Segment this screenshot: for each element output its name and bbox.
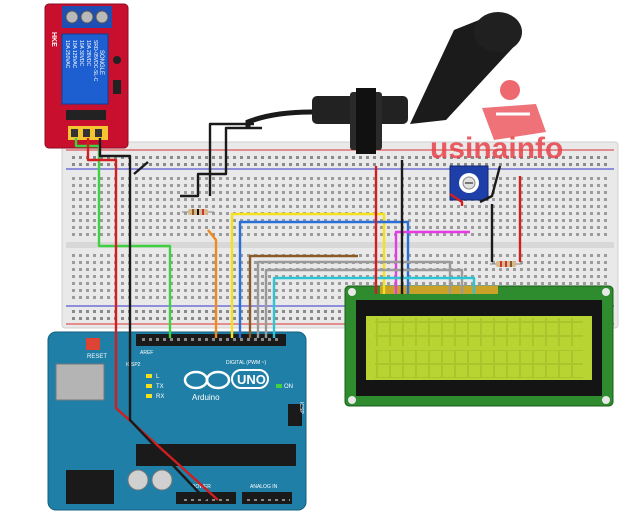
analog-label: ANALOG IN [250, 484, 278, 490]
wire-cyan-lcd [272, 276, 476, 338]
watermark-logo-icon [482, 80, 546, 140]
lcd-16x2-display [344, 285, 614, 407]
arduino-infinity-logo-icon [183, 370, 231, 390]
watermark-text: usinainfo [430, 132, 563, 165]
potentiometer [449, 165, 489, 201]
arduino-uno-board: RESET AREF DIGITAL (PWM ~) ICSP2 L TX RX… [47, 331, 307, 511]
power-jack [66, 470, 114, 504]
resistor-float [182, 209, 214, 215]
uno-logo-text: UNO [237, 372, 266, 387]
wire-black-pot [479, 165, 502, 204]
wire-blue-lcd [238, 220, 410, 338]
wire-green-relay-signal [74, 138, 172, 338]
relay-spec-4: 10A 28VDC [85, 40, 91, 67]
wires [74, 122, 522, 501]
relay-spec-3: 10A 30VDC [78, 40, 84, 67]
reset-label: RESET [87, 354, 107, 360]
aref-label: AREF [140, 350, 153, 356]
power-label: POWER [192, 484, 211, 490]
wire-yellow-lcd [230, 212, 386, 338]
wire-black-float-2 [180, 126, 262, 198]
icsp-header [288, 404, 302, 426]
relay-spec-1: 10A 250VAC [64, 40, 70, 69]
icsp2-label: ICSP2 [126, 362, 141, 368]
wire-black-relay-gnd [98, 138, 207, 501]
relay-body [61, 33, 109, 105]
relay-spec-2: 10A 125VAC [71, 40, 77, 69]
wire-magenta-lcd [394, 230, 470, 294]
wire-black-float-1 [208, 122, 254, 196]
digital-label: DIGITAL (PWM ~) [226, 360, 266, 366]
resistor-backlight [490, 261, 522, 267]
microcontroller-chip [136, 444, 296, 466]
arduino-brand: Arduino [192, 393, 220, 402]
relay-brand: SONGLE [98, 50, 104, 75]
on-label: ON [284, 384, 293, 390]
tx-label: TX [156, 384, 164, 390]
wire-gray-lcd-2 [264, 268, 464, 338]
usb-port [55, 363, 105, 401]
wire-orange-float-signal [207, 229, 218, 338]
wire-brown-lcd [248, 254, 358, 338]
watermark: usinainfo [430, 80, 563, 165]
float-switch [245, 12, 522, 154]
wire-red-relay-vcc [86, 138, 219, 501]
lcd-pin-header [380, 286, 498, 294]
rx-label: RX [156, 394, 164, 400]
l-label: L [156, 374, 160, 380]
icsp-label: ICSP [298, 402, 304, 414]
wire-red-pot [449, 193, 464, 206]
relay-model: SRD-05VDC-SL-C [92, 40, 98, 82]
relay-side-text: HKE [50, 32, 57, 47]
relay-module: SONGLE 10A 250VAC 10A 125VAC 10A 30VDC 1… [44, 3, 129, 149]
reset-button[interactable] [86, 338, 100, 350]
